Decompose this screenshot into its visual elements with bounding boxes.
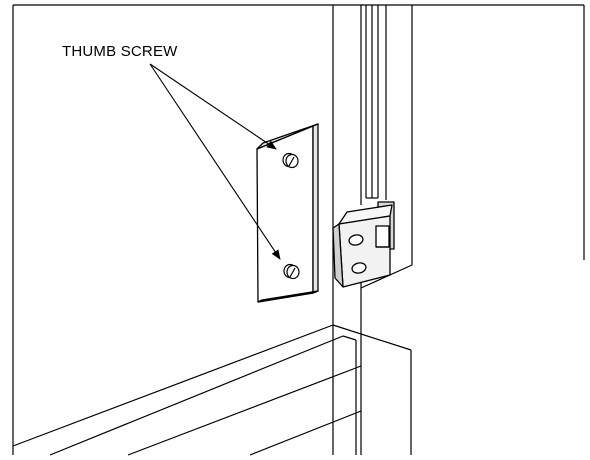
callout-leaders: [149, 63, 281, 260]
thumb-screw-label: THUMB SCREW: [62, 43, 178, 60]
leader-to-upper-screw: [149, 63, 277, 150]
panel-frame: [12, 4, 585, 455]
thumb-screw-plate: [256, 123, 319, 303]
lower-thumb-screw: [283, 263, 300, 280]
lower-housing-box: [12, 320, 412, 456]
leader-to-lower-screw: [149, 63, 281, 260]
slotted-bracket: [332, 201, 395, 288]
upper-thumb-screw: [282, 152, 299, 169]
